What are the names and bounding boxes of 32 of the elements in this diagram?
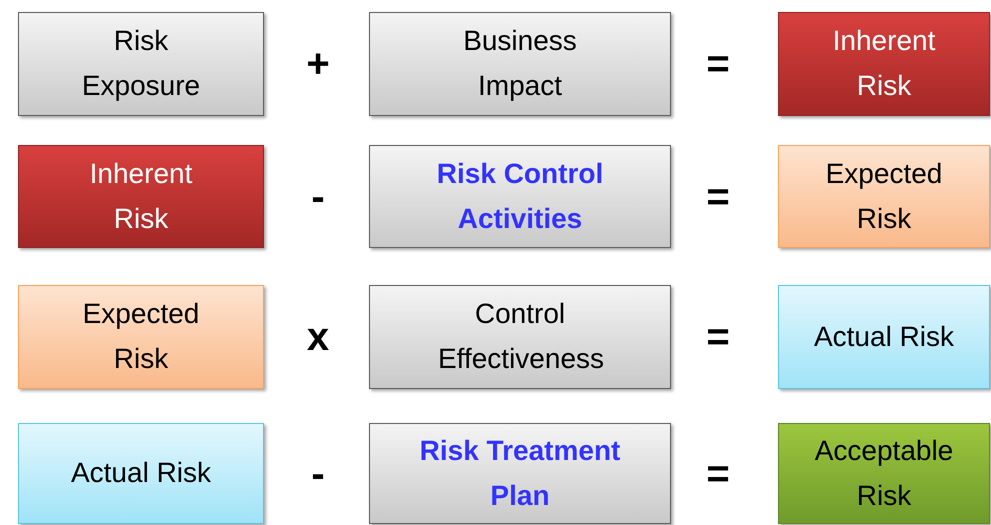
term-label: Actual Risk (70, 456, 212, 490)
formula-box (778, 12, 990, 116)
operator-symbol: - (311, 454, 325, 494)
emphasized-term: Risk Treatment Plan (418, 434, 622, 512)
formula-box (778, 145, 990, 248)
formula-box (369, 145, 671, 248)
term-label: Actual Risk (812, 320, 956, 354)
formula-box (369, 12, 671, 116)
operator-symbol: - (311, 176, 325, 216)
formula-box (369, 423, 671, 524)
term-label: Control Effectiveness (437, 297, 606, 376)
term-label: Business Impact (462, 24, 578, 103)
formula-box (778, 285, 990, 389)
operator-symbol: = (706, 44, 730, 84)
term-label: Expected Risk (82, 297, 200, 376)
emphasized-term: Risk Control Activities (436, 156, 604, 236)
term-label: Inherent Risk (88, 156, 194, 236)
operator-symbol: x (306, 317, 330, 357)
term-label: Expected Risk (824, 156, 944, 236)
operator-symbol: + (306, 44, 330, 84)
term-label: Risk Exposure (80, 24, 202, 103)
operator-symbol: = (706, 317, 730, 357)
operator-symbol: = (706, 176, 730, 216)
formula-box (18, 145, 264, 248)
operator-symbol: = (706, 454, 730, 494)
formula-box (18, 423, 264, 524)
term-label: Acceptable Risk (814, 434, 954, 512)
term-label: Inherent Risk (832, 24, 936, 103)
formula-box (18, 12, 264, 116)
formula-box (778, 423, 990, 524)
formula-box (369, 285, 671, 389)
formula-box (18, 285, 264, 389)
